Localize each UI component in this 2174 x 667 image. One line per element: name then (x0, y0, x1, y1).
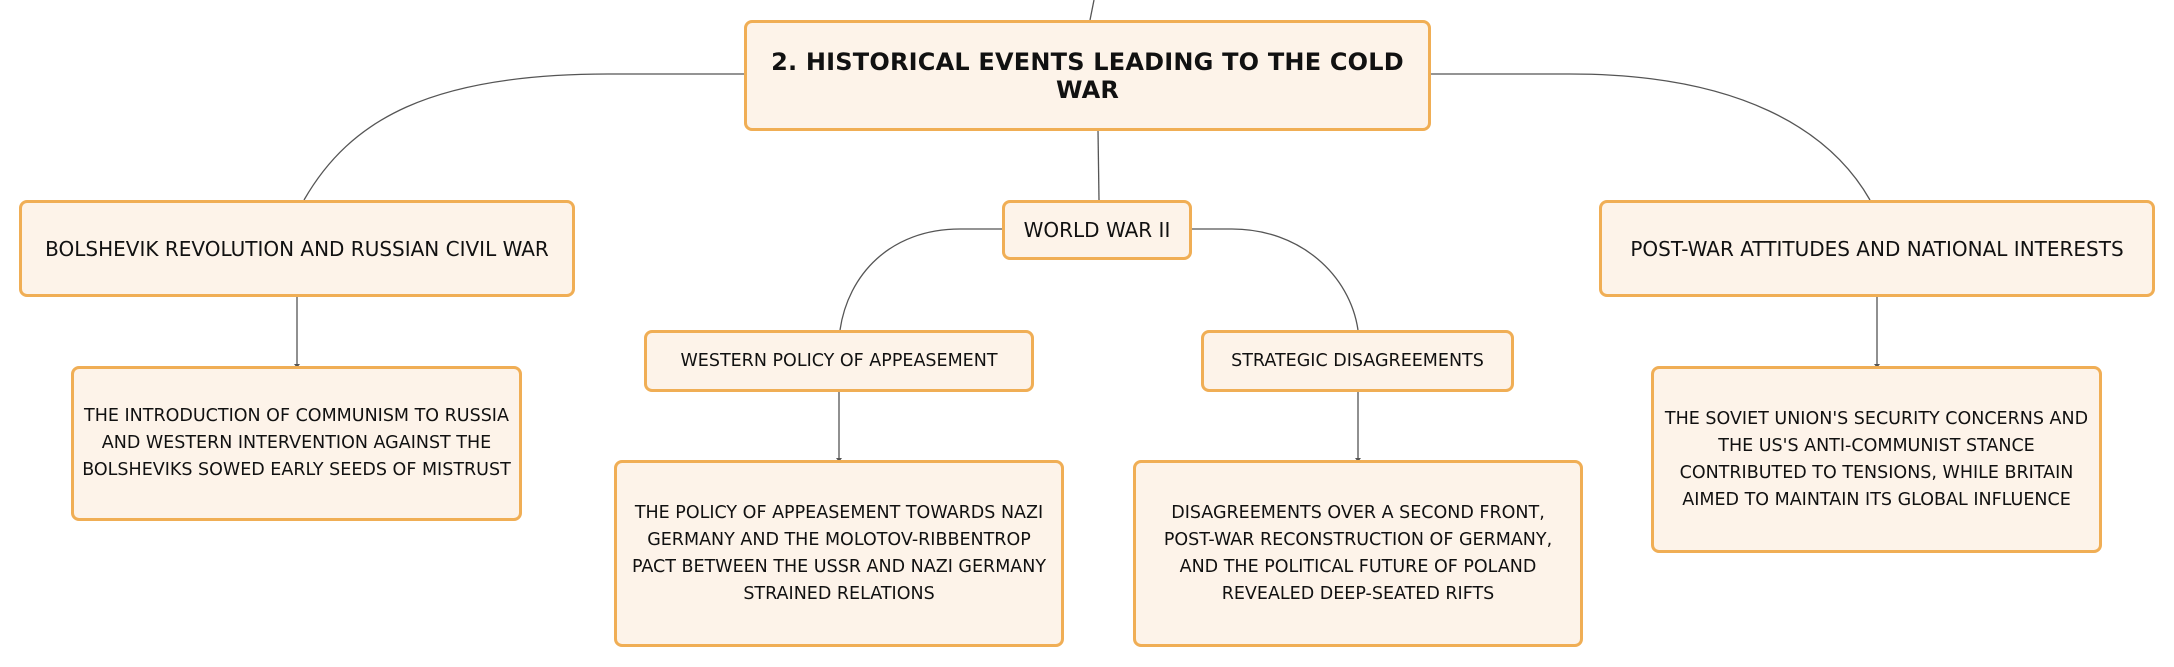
connector-parent-to-root (1089, 0, 1095, 21)
topic-strategic-disagreements[interactable]: STRATEGIC DISAGREEMENTS (1201, 330, 1514, 392)
detail-post-war-attitudes[interactable]: THE SOVIET UNION'S SECURITY CONCERNS AND… (1651, 366, 2102, 553)
topic-post-war-attitudes[interactable]: POST-WAR ATTITUDES AND NATIONAL INTEREST… (1599, 200, 2155, 297)
topic-world-war-ii[interactable]: WORLD WAR II (1002, 200, 1192, 260)
topic-strategic-disagreements-label: STRATEGIC DISAGREEMENTS (1231, 351, 1484, 371)
root-topic-node[interactable]: 2. HISTORICAL EVENTS LEADING TO THE COLD… (744, 20, 1431, 131)
connector-root-to-postwar (1431, 73, 1871, 201)
topic-bolshevik-revolution[interactable]: BOLSHEVIK REVOLUTION AND RUSSIAN CIVIL W… (19, 200, 575, 297)
topic-world-war-ii-label: WORLD WAR II (1023, 218, 1171, 242)
topic-western-appeasement[interactable]: WESTERN POLICY OF APPEASEMENT (644, 330, 1034, 392)
detail-western-appeasement[interactable]: THE POLICY OF APPEASEMENT TOWARDS NAZI G… (614, 460, 1064, 647)
connector-root-to-ww2 (1097, 129, 1100, 201)
topic-western-appeasement-label: WESTERN POLICY OF APPEASEMENT (680, 351, 998, 371)
topic-post-war-attitudes-label: POST-WAR ATTITUDES AND NATIONAL INTEREST… (1630, 236, 2124, 261)
root-topic-label: 2. HISTORICAL EVENTS LEADING TO THE COLD… (771, 47, 1404, 104)
detail-post-war-attitudes-text: THE SOVIET UNION'S SECURITY CONCERNS AND… (1664, 408, 2089, 510)
detail-western-appeasement-text: THE POLICY OF APPEASEMENT TOWARDS NAZI G… (631, 502, 1047, 604)
topic-bolshevik-revolution-label: BOLSHEVIK REVOLUTION AND RUSSIAN CIVIL W… (45, 236, 549, 261)
connector-ww2-to-disagreements (1192, 228, 1359, 331)
connector-root-to-bolshevik (303, 73, 744, 201)
detail-bolshevik-revolution-text: THE INTRODUCTION OF COMMUNISM TO RUSSIA … (82, 406, 511, 480)
detail-strategic-disagreements[interactable]: DISAGREEMENTS OVER A SECOND FRONT, POST-… (1133, 460, 1583, 647)
detail-strategic-disagreements-text: DISAGREEMENTS OVER A SECOND FRONT, POST-… (1163, 502, 1553, 604)
detail-bolshevik-revolution[interactable]: THE INTRODUCTION OF COMMUNISM TO RUSSIA … (71, 366, 522, 521)
connector-ww2-to-appeasement (839, 228, 1002, 331)
